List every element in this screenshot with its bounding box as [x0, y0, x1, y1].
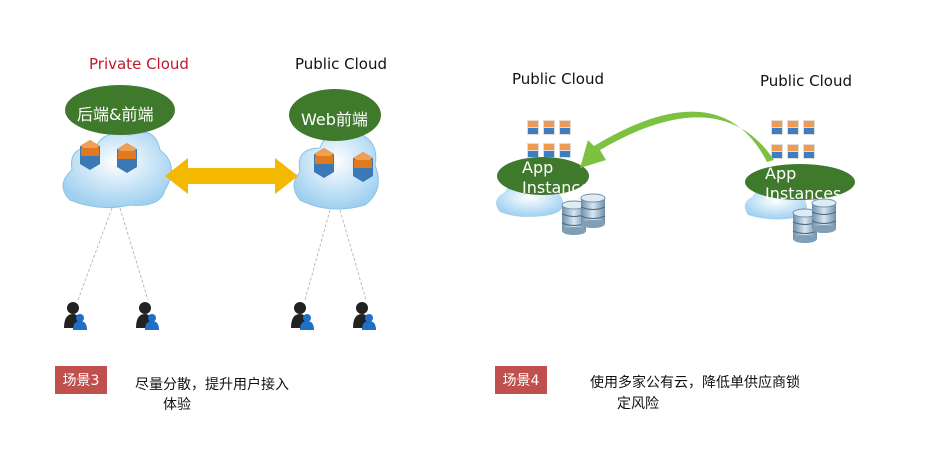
private-cloud-title: Private Cloud — [89, 55, 189, 73]
user-icon — [64, 302, 87, 330]
right-app-ellipse — [745, 164, 855, 200]
scenario-3-badge: 场景3 — [55, 366, 107, 394]
migration-arrow — [580, 111, 774, 168]
label-line: App — [765, 164, 797, 183]
database-left-icon — [561, 193, 606, 236]
user-icon — [291, 302, 314, 330]
scenario-4-description-line1: 使用多家公有云，降低单供应商锁 — [590, 375, 800, 391]
label-line: Instances — [765, 184, 842, 203]
scenario-3-description-line2: 体验 — [163, 397, 191, 413]
public-cloud — [293, 128, 379, 210]
scenario-3-description-line1: 尽量分散，提升用户接入 — [135, 377, 289, 393]
private-cloud-label: 后端&前端 — [77, 105, 154, 124]
user-icon — [353, 302, 376, 330]
label-line: Instances — [522, 178, 599, 197]
public-cloud-title: Public Cloud — [295, 55, 388, 73]
private-cloud — [62, 131, 172, 209]
user-icon — [136, 302, 159, 330]
scenario-4-description-line2: 定风险 — [617, 396, 659, 412]
bidirectional-arrow — [165, 158, 298, 194]
public-cloud-label: Web前端 — [301, 110, 368, 129]
right-public-cloud-title: Public Cloud — [760, 72, 853, 90]
scenario-4-badge: 场景4 — [495, 366, 547, 394]
public-label-ellipse — [289, 89, 381, 141]
left-app-ellipse — [497, 157, 589, 195]
left-public-cloud-title: Public Cloud — [512, 70, 605, 88]
connection-lines — [77, 207, 367, 301]
label-line: App — [522, 158, 554, 177]
private-label-ellipse — [65, 85, 175, 135]
